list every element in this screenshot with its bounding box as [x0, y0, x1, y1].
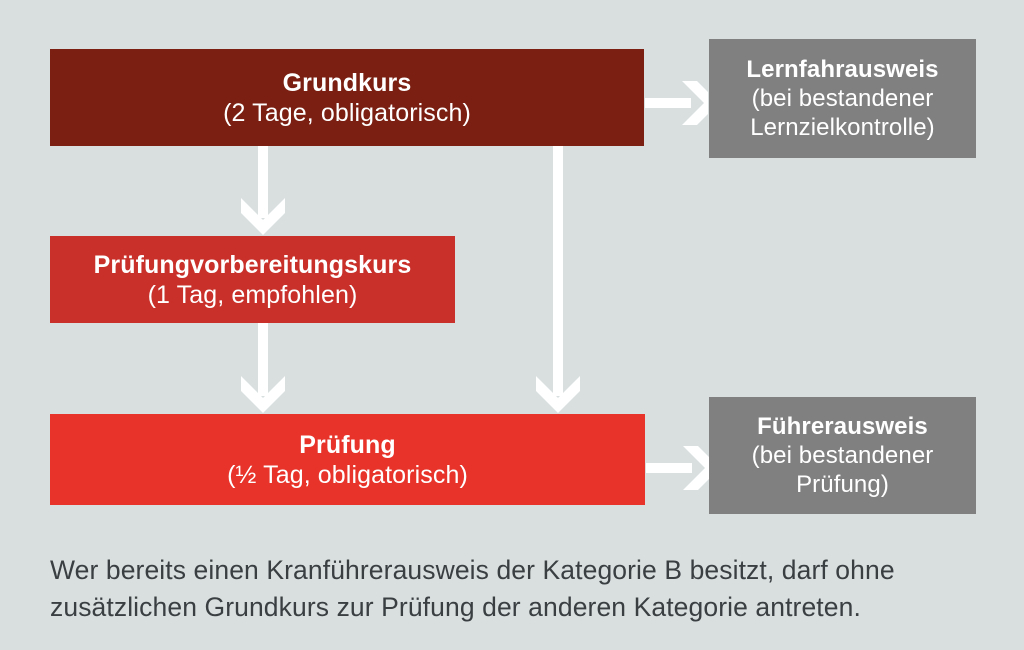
- arrow-right-icon-pruefung-to-fuehrerausweis: [646, 441, 710, 495]
- arrow-down-icon-grundkurs-to-pruefung: [531, 146, 585, 414]
- node-pruefungvorbereitungskurs: Prüfungvorbereitungskurs (1 Tag, empfohl…: [50, 236, 455, 323]
- node-pruefung-subtitle: (½ Tag, obligatorisch): [227, 460, 468, 489]
- caption-line-1: Wer bereits einen Kranführerausweis der …: [50, 555, 895, 585]
- node-fuehrerausweis-subtitle-line2: Prüfung): [796, 471, 889, 499]
- node-fuehrerausweis: Führerausweis (bei bestandener Prüfung): [709, 397, 976, 514]
- node-lernfahrausweis: Lernfahrausweis (bei bestandener Lernzie…: [709, 39, 976, 158]
- node-pruefungvorbereitungskurs-title: Prüfungvorbereitungskurs: [93, 250, 412, 279]
- arrow-right-icon-grundkurs-to-lernfahrausweis: [645, 76, 709, 130]
- node-lernfahrausweis-subtitle-line2: Lernzielkontrolle): [750, 114, 935, 142]
- node-lernfahrausweis-title: Lernfahrausweis: [746, 55, 939, 83]
- node-pruefungvorbereitungskurs-subtitle: (1 Tag, empfohlen): [147, 280, 358, 309]
- node-pruefung: Prüfung (½ Tag, obligatorisch): [50, 414, 645, 505]
- caption-line-2: zusätzlichen Grundkurs zur Prüfung der a…: [50, 592, 861, 623]
- caption: Wer bereits einen Kranführerausweis der …: [50, 552, 990, 626]
- node-fuehrerausweis-subtitle-line1: (bei bestandener: [751, 441, 934, 469]
- node-fuehrerausweis-title: Führerausweis: [757, 412, 928, 440]
- node-grundkurs-subtitle: (2 Tage, obligatorisch): [223, 98, 471, 127]
- node-grundkurs-title: Grundkurs: [282, 68, 412, 97]
- node-grundkurs: Grundkurs (2 Tage, obligatorisch): [50, 49, 644, 146]
- node-lernfahrausweis-subtitle-line1: (bei bestandener: [751, 84, 934, 112]
- arrow-down-icon-grundkurs-to-vorbereitungskurs: [236, 146, 290, 236]
- arrow-down-icon-vorbereitungskurs-to-pruefung: [236, 323, 290, 414]
- node-pruefung-title: Prüfung: [299, 430, 396, 459]
